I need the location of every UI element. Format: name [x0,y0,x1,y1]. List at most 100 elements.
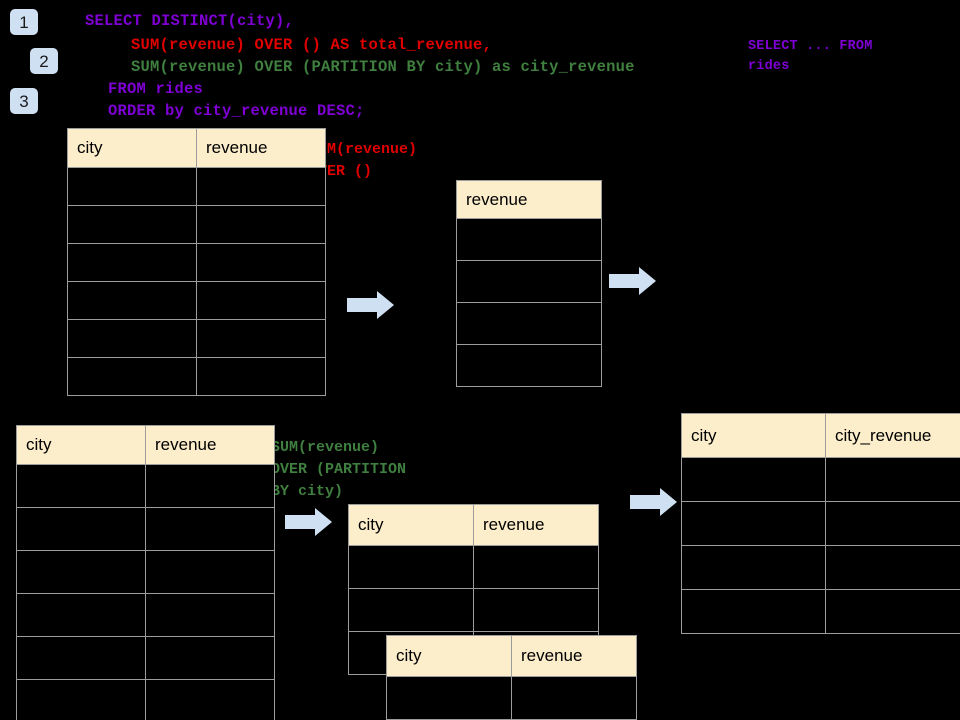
table-row [16,636,275,680]
cell-revenue [456,260,602,303]
table-result: city city_revenue [681,413,960,634]
note-sum-over-empty-line1: SUM(revenue) [309,141,418,158]
table-row-header: city revenue [348,504,599,546]
column-header-city: city [681,413,826,458]
table-row [456,218,602,261]
table-row [16,464,275,508]
cell-city [67,243,197,282]
cell-revenue [145,679,275,720]
cell-city [348,588,474,632]
cell-city [67,205,197,244]
sql-line-sum-over-empty: SUM(revenue) OVER () AS total_revenue, [131,36,493,54]
cell-revenue [145,593,275,637]
cell-city-revenue [825,545,960,590]
cell-revenue [473,545,599,589]
arrow-source-to-partition-icon [285,508,332,536]
sql-line-order-by: ORDER by city_revenue DESC; [108,102,365,120]
note-sum-over-partition-line3: BY city) [271,483,344,500]
table-source-bottom: city revenue [16,425,275,720]
cell-revenue [456,302,602,345]
cell-city [16,593,146,637]
column-header-revenue: revenue [196,128,326,168]
step-badge-1: 1 [10,9,38,35]
note-sum-over-partition-line2: OVER (PARTITION [271,461,407,478]
table-row [456,260,602,303]
table-row [67,205,326,244]
cell-city-revenue [825,589,960,634]
table-row [348,545,599,589]
column-header-city: city [16,425,146,465]
cell-city-revenue [825,501,960,546]
table-row [16,550,275,594]
table-row [681,457,960,502]
column-header-revenue: revenue [145,425,275,465]
table-row [681,501,960,546]
table-row [67,167,326,206]
cell-revenue [473,588,599,632]
cell-revenue [456,218,602,261]
table-partition-back: city revenue [348,504,599,675]
cell-revenue [196,205,326,244]
cell-city [16,464,146,508]
table-row-header: city city_revenue [681,413,960,458]
table-row [456,302,602,345]
cell-city [348,545,474,589]
cell-city [67,319,197,358]
sql-line-from-rides: FROM rides [108,80,204,98]
cell-city-revenue [825,457,960,502]
cell-revenue [196,357,326,396]
table-source-top: city revenue [67,128,326,396]
note-select-from-line1: SELECT ... FROM [748,39,873,54]
table-row [67,319,326,358]
table-row [16,507,275,551]
arrow-source-to-total-icon [347,291,394,319]
table-row [16,593,275,637]
table-row [67,357,326,396]
note-select-from-line2: rides [748,59,790,74]
table-row [348,588,599,632]
column-header-city-revenue: city_revenue [825,413,960,458]
cell-revenue [145,507,275,551]
cell-revenue [196,319,326,358]
table-row-header: revenue [456,180,602,219]
table-partition-front: city revenue [386,635,637,720]
column-header-revenue: revenue [473,504,599,546]
cell-revenue [511,676,637,720]
table-row-header: city revenue [67,128,326,168]
note-sum-over-partition-line1: SUM(revenue) [271,439,380,456]
sql-line-sum-over-partition: SUM(revenue) OVER (PARTITION BY city) as… [131,58,635,76]
table-row [456,344,602,387]
sql-line-select-distinct: SELECT DISTINCT(city), [85,12,295,30]
cell-city [16,550,146,594]
table-row-header: city revenue [16,425,275,465]
cell-city [681,589,826,634]
cell-revenue [456,344,602,387]
step-badge-3: 3 [10,88,38,114]
table-row [67,243,326,282]
cell-city [16,507,146,551]
table-row [16,679,275,720]
cell-revenue [196,281,326,320]
cell-city [67,281,197,320]
table-row-header: city revenue [386,635,637,677]
cell-city [681,457,826,502]
cell-revenue [145,636,275,680]
table-row [681,545,960,590]
cell-revenue [196,243,326,282]
cell-revenue [196,167,326,206]
column-header-revenue: revenue [511,635,637,677]
column-header-revenue: revenue [456,180,602,219]
table-row [386,676,637,720]
cell-city [16,636,146,680]
cell-city [67,167,197,206]
step-badge-2: 2 [30,48,58,74]
column-header-city: city [386,635,512,677]
cell-city [681,545,826,590]
cell-city [681,501,826,546]
table-row [681,589,960,634]
arrow-total-to-result-icon [609,267,656,295]
cell-city [16,679,146,720]
table-row [67,281,326,320]
column-header-city: city [348,504,474,546]
